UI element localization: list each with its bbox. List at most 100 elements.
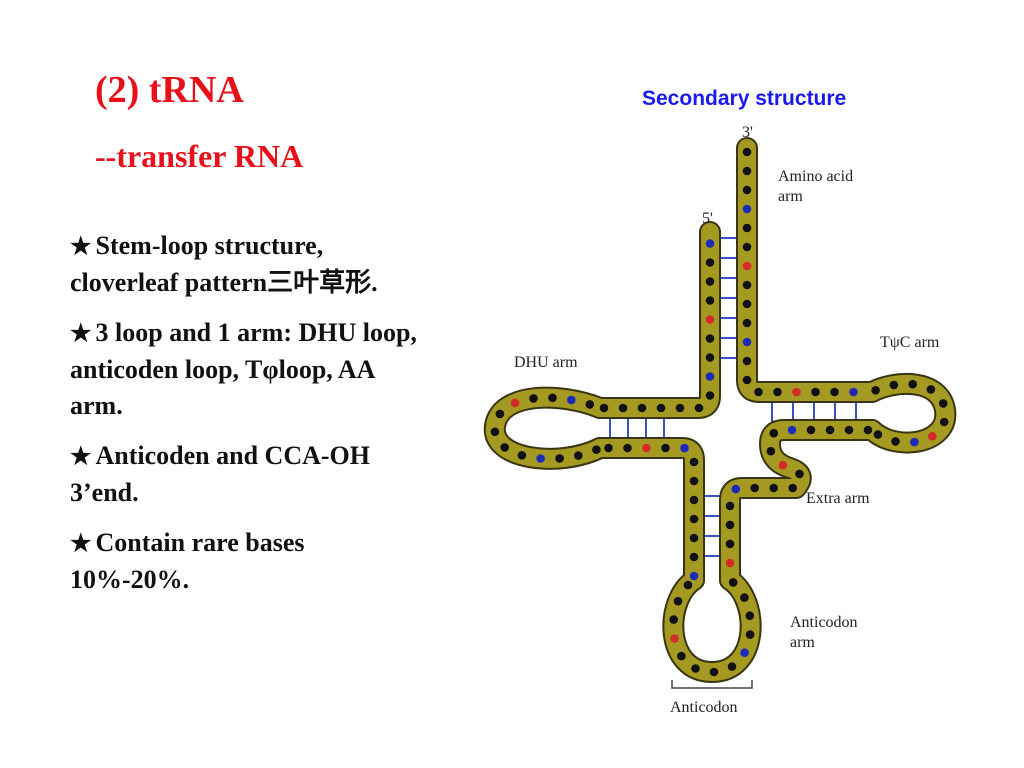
nucleotide-base: [742, 204, 752, 214]
trna-cloverleaf-diagram: 3' 5' Amino acid arm DHU arm TψC arm Ext…: [483, 124, 957, 716]
nucleotide-base: [811, 387, 820, 397]
anticodon-arm-label: Anticodon: [790, 614, 858, 631]
diagram-caption: Secondary structure: [642, 87, 847, 110]
nucleotide-base: [830, 387, 839, 397]
nucleotide-base: [795, 469, 804, 479]
nucleotide-base: [742, 280, 752, 290]
nucleotide-base: [689, 533, 699, 543]
nucleotide-base: [787, 425, 797, 435]
nucleotide-base: [673, 596, 683, 606]
nucleotide-base: [669, 615, 678, 624]
nucleotide-base: [705, 315, 715, 324]
star-icon: ★: [70, 444, 92, 470]
nucleotide-base: [910, 437, 919, 447]
anticodon-arm-label-line2: arm: [790, 634, 815, 651]
nucleotide-base: [766, 446, 776, 456]
nucleotide-base: [529, 394, 538, 403]
bullet-list: ★Stem-loop structure, cloverleaf pattern…: [70, 228, 420, 612]
nucleotide-base: [745, 611, 755, 620]
nucleotide-base: [750, 483, 759, 493]
nucleotide-base: [742, 166, 752, 176]
nucleotide-base: [689, 514, 699, 524]
nucleotide-base: [683, 580, 693, 590]
nucleotide-base: [742, 375, 752, 385]
nucleotide-base: [675, 403, 685, 413]
nucleotide-base: [618, 403, 628, 413]
nucleotide-base: [939, 417, 949, 427]
nucleotide-base: [705, 353, 715, 362]
nucleotide-base: [691, 664, 700, 673]
tpsic-arm-label: TψC arm: [880, 334, 940, 351]
star-icon: ★: [70, 234, 92, 260]
bullet-text: 3 loop and 1 arm: DHU loop, anticoden lo…: [70, 318, 417, 420]
nucleotide-base: [642, 443, 651, 453]
nucleotide-base: [705, 258, 715, 267]
backbone-segment-outline: [589, 437, 705, 591]
nucleotide-base: [555, 454, 564, 463]
nucleotide-base: [742, 356, 752, 366]
nucleotide-base: [689, 571, 699, 581]
nucleotide-base: [938, 399, 948, 408]
nucleotide-base: [863, 425, 873, 435]
nucleotide-base: [908, 379, 917, 389]
nucleotide-base: [574, 451, 583, 460]
nucleotide-base: [604, 443, 613, 453]
nucleotide-base: [825, 425, 835, 435]
bullet-text: Contain rare bases 10%-20%.: [70, 528, 305, 594]
nucleotide-base: [745, 630, 755, 639]
nucleotide-base: [705, 334, 715, 343]
diagram-labels: 3' 5' Amino acid arm DHU arm TψC arm Ext…: [514, 124, 940, 716]
nucleotide-base: [742, 147, 752, 157]
nucleotide-base: [742, 261, 752, 271]
nucleotide-base: [705, 239, 715, 248]
trna-backbone: [483, 137, 957, 683]
nucleotide-base: [873, 430, 883, 439]
amino-acid-arm-label-line2: arm: [778, 188, 803, 205]
nucleotide-base: [705, 277, 715, 286]
bullet-text: Anticoden and CCA-OH 3’end.: [70, 441, 370, 507]
nucleotide-base: [689, 457, 699, 467]
nucleotide-base: [705, 391, 715, 400]
nucleotide-base: [727, 662, 737, 671]
backbone-segment: [591, 439, 703, 589]
bullet-item: ★Contain rare bases 10%-20%.: [70, 525, 420, 598]
nucleotide-base: [705, 296, 715, 305]
nucleotide-base: [889, 380, 899, 390]
nucleotide-base: [849, 387, 858, 397]
dhu-arm-label: DHU arm: [514, 354, 578, 371]
nucleotide-base: [661, 443, 670, 453]
nucleotide-base: [567, 395, 576, 405]
nucleotide-base: [495, 409, 505, 419]
nucleotide-base: [788, 483, 797, 493]
nucleotide-base: [928, 432, 937, 441]
nucleotide-base: [742, 318, 752, 328]
nucleotide-base: [871, 386, 880, 395]
nucleotide-base: [592, 445, 601, 455]
amino-acid-arm-label: Amino acid: [778, 168, 853, 185]
nucleotide-base: [548, 393, 557, 403]
bullet-text: Stem-loop structure, cloverleaf pattern三…: [70, 231, 378, 297]
extra-arm-label: Extra arm: [806, 490, 870, 507]
nucleotide-base: [490, 427, 500, 437]
nucleotide-base: [689, 476, 699, 486]
star-icon: ★: [70, 531, 92, 557]
star-icon: ★: [70, 321, 92, 347]
nucleotide-base: [731, 484, 741, 494]
nucleotide-base: [742, 242, 752, 252]
page-title: (2) tRNA: [95, 69, 244, 111]
nucleotide-base: [725, 501, 735, 511]
five-prime-label: 5': [702, 210, 713, 227]
nucleotide-base: [742, 185, 752, 195]
nucleotide-bases: [490, 147, 949, 677]
nucleotide-base: [778, 460, 788, 470]
anticodon-label: Anticodon: [670, 699, 738, 716]
three-prime-label: 3': [742, 124, 753, 141]
nucleotide-base: [742, 299, 752, 309]
nucleotide-base: [536, 454, 545, 463]
nucleotide-base: [705, 372, 715, 381]
nucleotide-base: [725, 558, 735, 568]
nucleotide-base: [792, 387, 801, 397]
anticodon-bracket: [671, 680, 753, 689]
nucleotide-base: [680, 443, 689, 453]
backbone-segment-outline: [589, 221, 721, 419]
